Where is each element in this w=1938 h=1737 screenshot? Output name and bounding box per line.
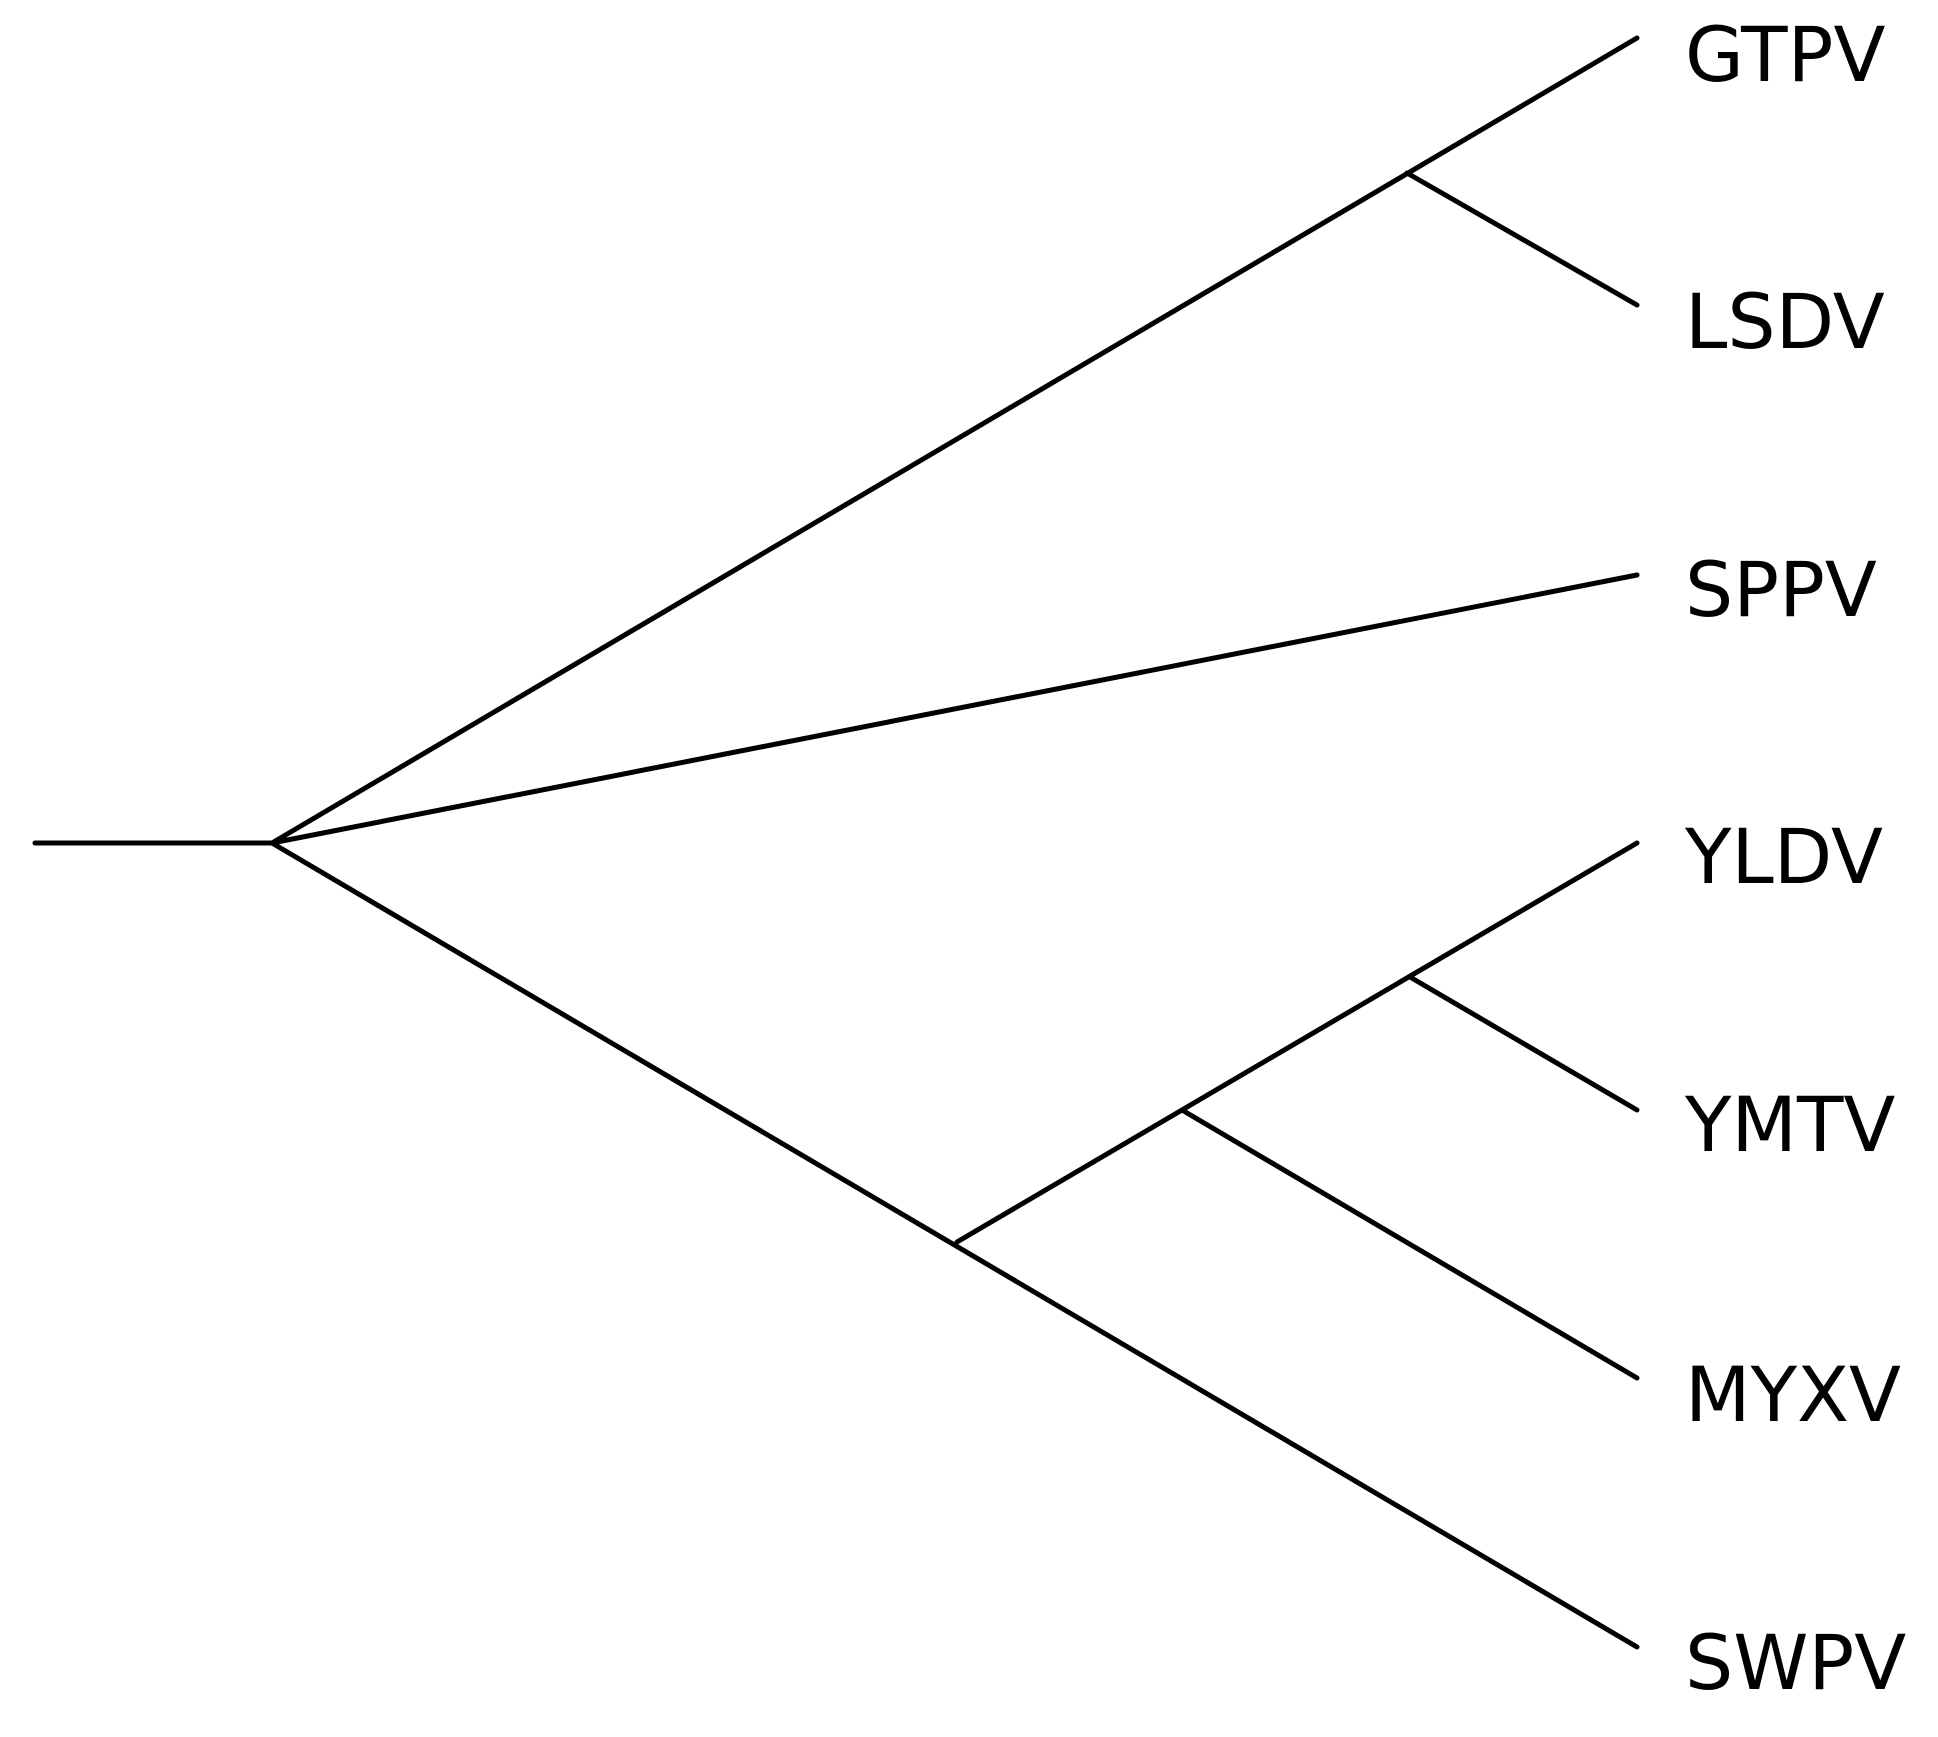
branch-node-to-myxv [1179,1107,1640,1381]
leaf-label-swpv: SWPV [1685,1618,1906,1707]
leaf-label-sppv: SPPV [1685,545,1877,634]
branch-root-to-gtpv [269,35,1640,846]
leaf-label-yldv: YLDV [1684,812,1883,901]
branch-node-to-lsdv [1404,170,1640,308]
leaf-label-ymtv: YMTV [1684,1080,1895,1169]
leaf-label-lsdv: LSDV [1685,277,1885,366]
branch-node-to-ymtv [1407,974,1640,1113]
leaf-label-gtpv: GTPV [1685,10,1885,99]
leaf-label-myxv: MYXV [1685,1350,1901,1439]
branch-root-to-swpv [269,840,1640,1650]
branch-node-to-yldv [954,840,1640,1245]
branch-root-to-sppv [269,572,1640,846]
